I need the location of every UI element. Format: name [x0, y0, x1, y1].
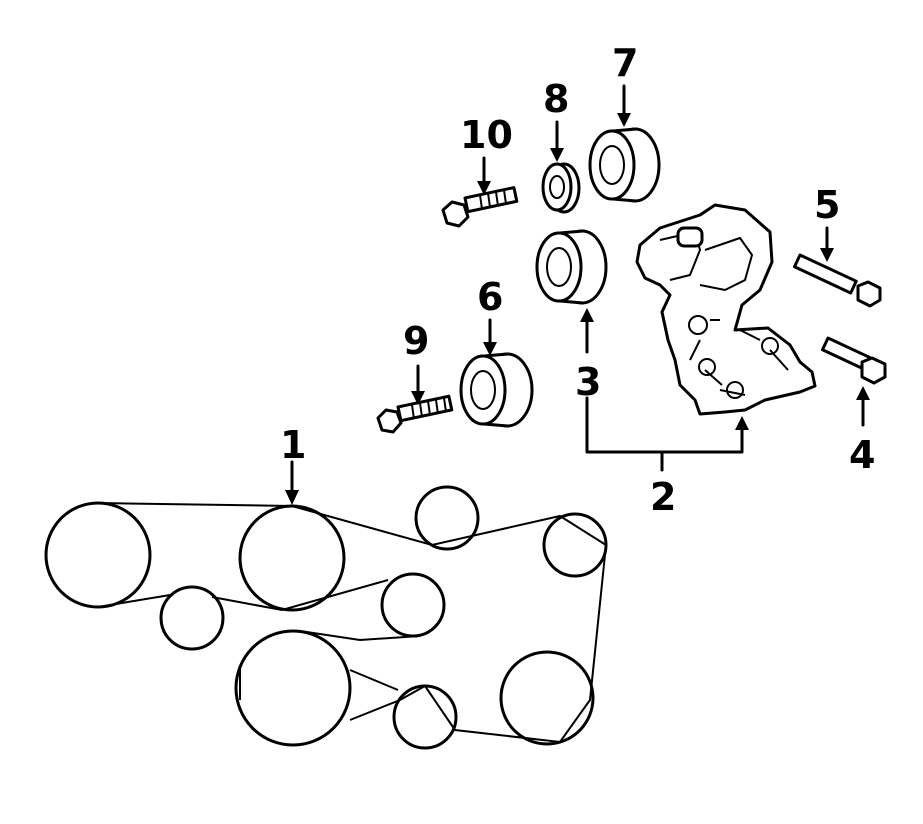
callout-10-label: 10 — [460, 113, 513, 157]
crankshaft-pulley-left — [44, 501, 152, 609]
callout-6-label: 6 — [477, 275, 503, 319]
bolt-9 — [376, 394, 454, 434]
callout-5: 5 — [814, 183, 840, 262]
idler-pulley-small-left — [159, 585, 225, 651]
idler-pulley-7 — [588, 127, 661, 203]
callout-1: 1 — [280, 423, 306, 505]
callout-4-label: 4 — [849, 433, 875, 477]
tensioner-bracket — [635, 203, 817, 416]
tensioner-pulley-mid — [380, 572, 446, 638]
bolt-5 — [793, 253, 882, 308]
idler-pulley-6 — [459, 352, 534, 428]
callout-9-label: 9 — [403, 319, 429, 363]
callout-10: 10 — [460, 113, 513, 195]
callout-3-label: 3 — [575, 360, 601, 404]
pulley-cover-8 — [541, 162, 581, 214]
alternator-pulley — [238, 504, 346, 612]
belt-path — [97, 502, 608, 744]
callout-1-label: 1 — [280, 423, 306, 467]
bolt-4 — [821, 336, 887, 385]
callout-4: 4 — [849, 386, 875, 477]
callout-2-label: 2 — [650, 475, 676, 519]
idler-pulley-right — [542, 512, 608, 578]
callout-8: 8 — [543, 77, 569, 162]
idler-pulley-top — [414, 485, 480, 551]
water-pump-pulley — [499, 650, 595, 746]
callout-5-label: 5 — [814, 183, 840, 227]
callout-9: 9 — [403, 319, 429, 405]
callout-7: 7 — [612, 41, 638, 127]
callout-7-label: 7 — [612, 41, 638, 85]
serpentine-belt — [44, 485, 608, 750]
callout-6: 6 — [477, 275, 503, 356]
crankshaft-pulley-large — [234, 629, 352, 747]
callout-3: 3 — [575, 308, 601, 404]
bolt-10 — [441, 186, 519, 228]
tensioner-pulley-3 — [535, 229, 608, 305]
callout-8-label: 8 — [543, 77, 569, 121]
callout-2: 2 — [585, 396, 749, 519]
